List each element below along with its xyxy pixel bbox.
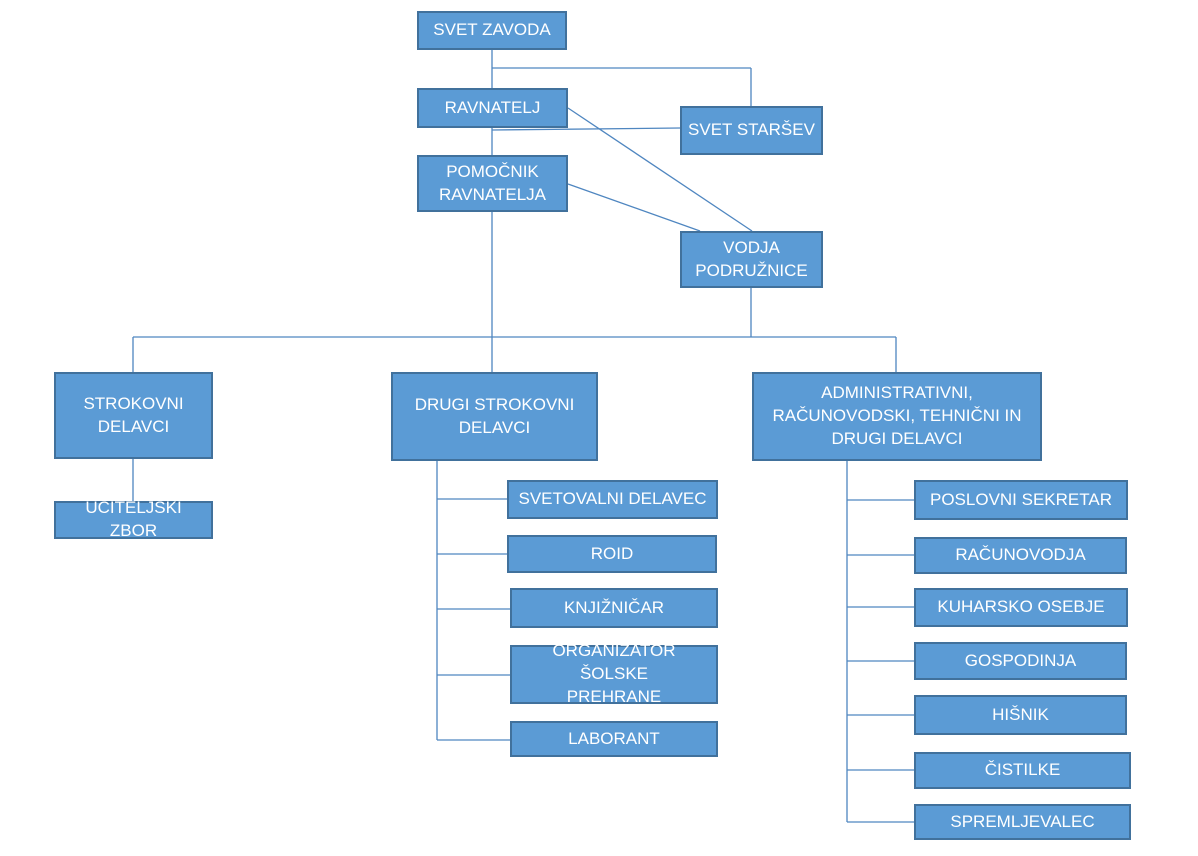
node-administrativni-delavci: ADMINISTRATIVNI, RAČUNOVODSKI, TEHNIČNI … xyxy=(752,372,1042,461)
node-ravnatelj: RAVNATELJ xyxy=(417,88,568,128)
node-svet-zavoda: SVET ZAVODA xyxy=(417,11,567,50)
node-drugi-strokovni-delavci: DRUGI STROKOVNI DELAVCI xyxy=(391,372,598,461)
node-laborant: LABORANT xyxy=(510,721,718,757)
node-knjiznicar: KNJIŽNIČAR xyxy=(510,588,718,628)
node-strokovni-delavci: STROKOVNI DELAVCI xyxy=(54,372,213,459)
node-kuharsko-osebje: KUHARSKO OSEBJE xyxy=(914,588,1128,627)
node-cistilke: ČISTILKE xyxy=(914,752,1131,789)
node-racunovodja: RAČUNOVODJA xyxy=(914,537,1127,574)
node-uciteljski-zbor: UČITELJSKI ZBOR xyxy=(54,498,213,540)
node-gospodinja: GOSPODINJA xyxy=(914,642,1127,680)
node-vodja-podruznice: VODJA PODRUŽNICE xyxy=(680,231,823,288)
node-spremljevalec: SPREMLJEVALEC xyxy=(914,804,1131,840)
node-svetovalni-delavec: SVETOVALNI DELAVEC xyxy=(507,480,718,519)
node-hisnik: HIŠNIK xyxy=(914,695,1127,735)
node-svet-starsev: SVET STARŠEV xyxy=(680,106,823,155)
node-organizator-solske-prehrane: ORGANIZATOR ŠOLSKE PREHRANE xyxy=(510,641,718,706)
node-poslovni-sekretar: POSLOVNI SEKRETAR xyxy=(914,480,1128,520)
node-roid: ROID xyxy=(507,535,717,573)
node-pomocnik-ravnatelja: POMOČNIK RAVNATELJA xyxy=(417,155,568,212)
